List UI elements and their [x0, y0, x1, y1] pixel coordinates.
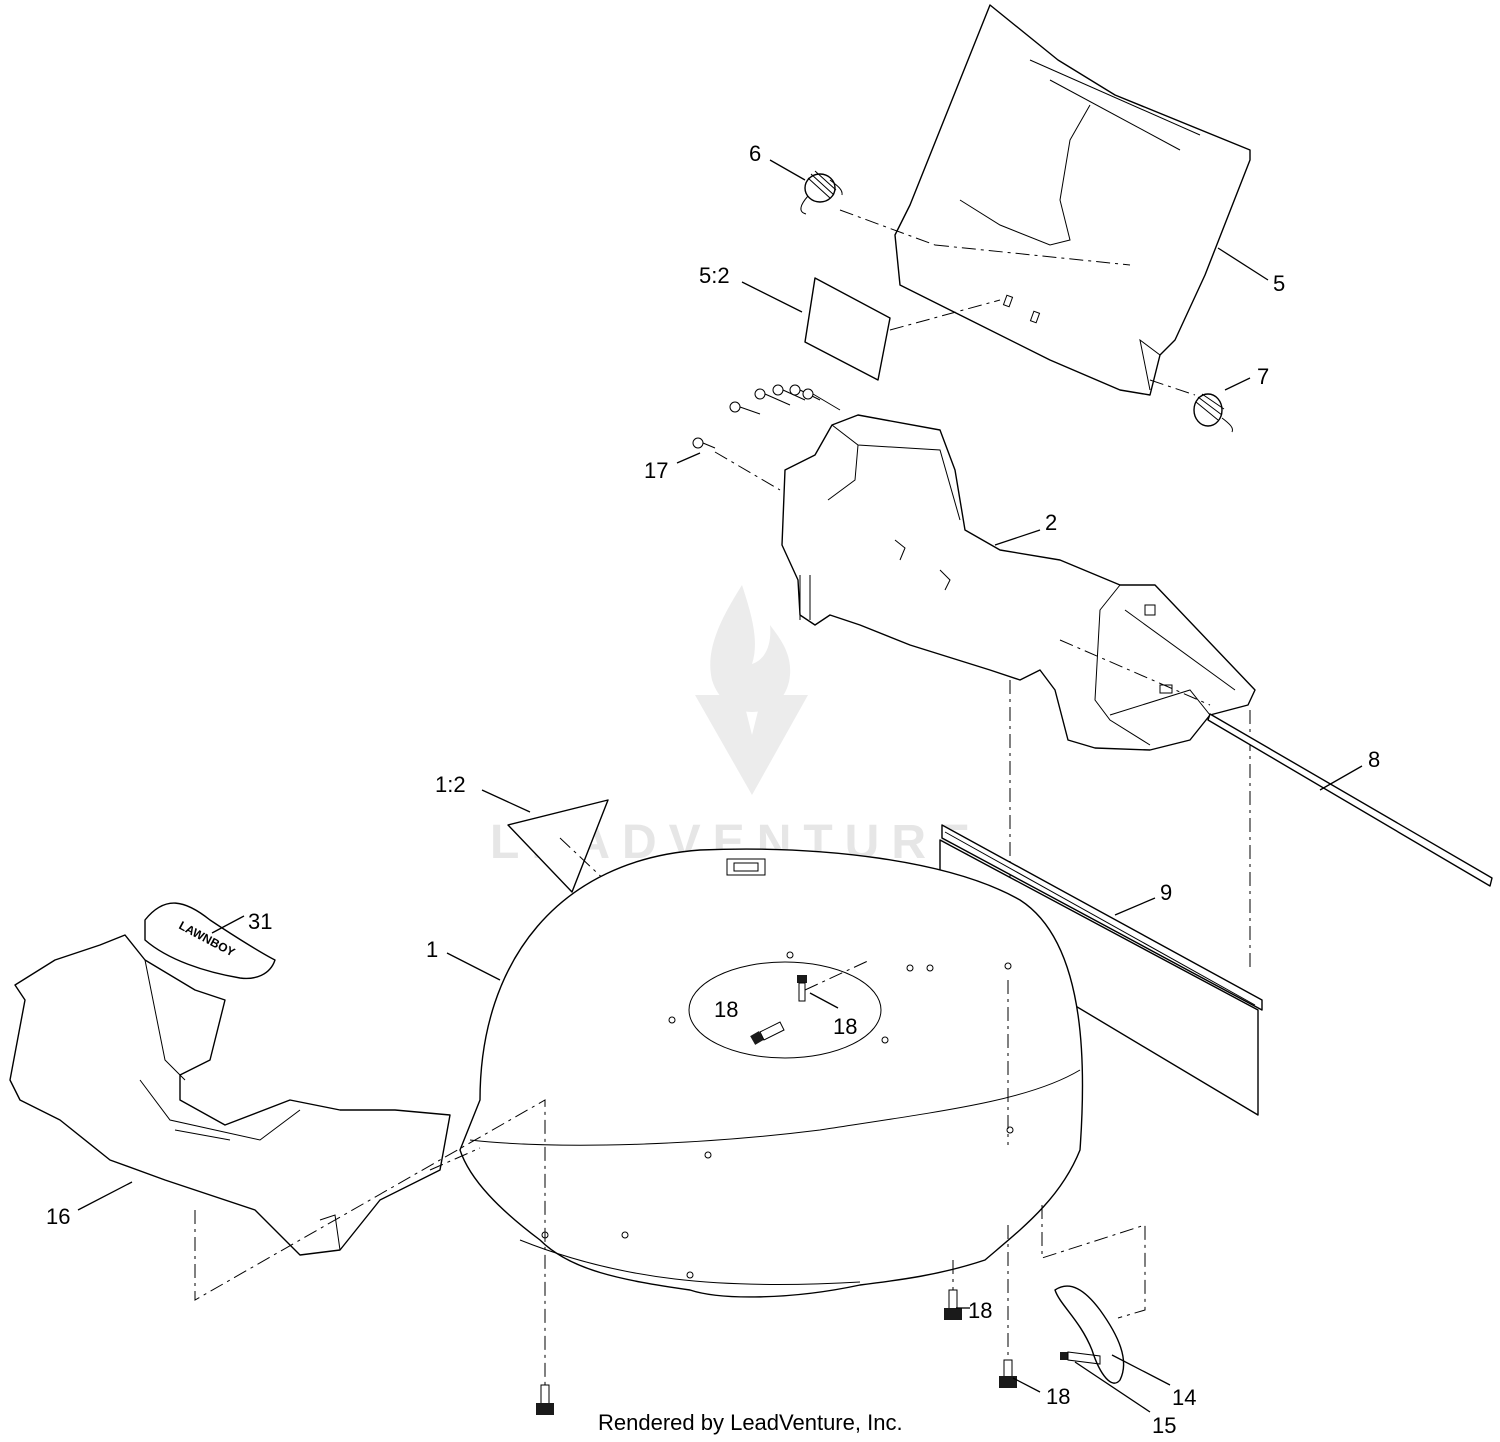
callout-9: 9 [1160, 880, 1172, 905]
bolt [536, 1384, 554, 1415]
screw [772, 384, 806, 401]
part-7-torsion-spring [1193, 393, 1233, 433]
bolt [999, 1359, 1017, 1388]
part-18-center-bolts [750, 975, 807, 1045]
leader-lines [77, 159, 1363, 1413]
callout-1-2: 1:2 [435, 772, 466, 797]
screw [692, 437, 716, 449]
part-5-chute-door [894, 4, 1251, 396]
part-6-torsion-spring [800, 170, 843, 215]
screw [729, 401, 761, 415]
callout-5: 5 [1273, 271, 1285, 296]
screw [754, 388, 791, 406]
callout-17: 17 [644, 458, 668, 483]
part-16-front-bumper [9, 934, 451, 1256]
bolt-horizontal [750, 1021, 785, 1045]
bolt-vertical [797, 975, 807, 1002]
watermark-flame-icon [710, 585, 791, 712]
part-15-bolt [1060, 1351, 1101, 1365]
callout-6: 6 [749, 141, 761, 166]
callout-15: 15 [1152, 1413, 1176, 1438]
callout-16: 16 [46, 1204, 70, 1229]
part-1-2-decal [507, 799, 609, 893]
callout-18-center-left: 18 [714, 997, 738, 1022]
callout-18-lower-right: 18 [1046, 1384, 1070, 1409]
callout-1: 1 [426, 937, 438, 962]
render-credit: Rendered by LeadVenture, Inc. [598, 1410, 903, 1435]
callout-7: 7 [1257, 364, 1269, 389]
screw [802, 388, 841, 411]
part-14-bracket [1054, 1285, 1125, 1384]
callout-18-lower-middle: 18 [968, 1298, 992, 1323]
bolt [944, 1289, 962, 1320]
part-5-2-decal [804, 277, 891, 381]
watermark-v-icon [695, 695, 808, 795]
callout-8: 8 [1368, 747, 1380, 772]
part-18-lower-bolts [536, 1289, 1017, 1415]
part-1-mower-deck [459, 848, 1084, 1298]
part-2-rear-frame [781, 414, 1256, 751]
callout-31: 31 [248, 909, 272, 934]
part-17-screws [692, 384, 841, 449]
callout-2: 2 [1045, 510, 1057, 535]
callouts: 6 5:2 5 7 17 2 8 1:2 9 31 1 18 18 16 18 … [46, 141, 1380, 1438]
callout-14: 14 [1172, 1385, 1196, 1410]
part-8-hinge-rod [1207, 713, 1493, 887]
callout-5-2: 5:2 [699, 263, 730, 288]
callout-18-center-right: 18 [833, 1014, 857, 1039]
